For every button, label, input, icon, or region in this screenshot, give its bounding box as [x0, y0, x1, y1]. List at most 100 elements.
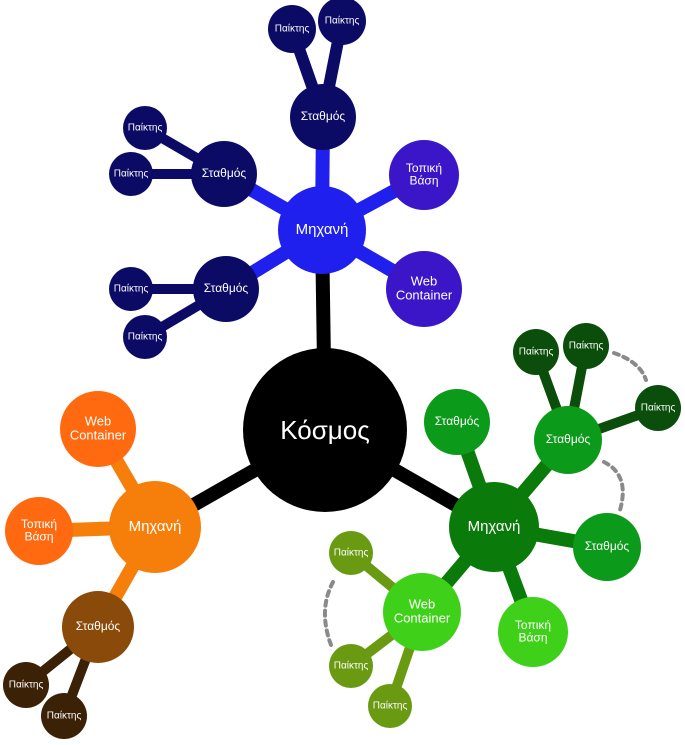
orange-player-node-shape [3, 662, 49, 708]
orange-machine-node: Μηχανή [109, 481, 201, 573]
blue-local-db-node-shape [389, 140, 459, 210]
orange-station-node-shape [62, 591, 134, 663]
green-player-node-shape [563, 323, 609, 369]
blue-station-node-bottom-label: Σταθμός [204, 281, 249, 295]
green-station-node-left-label: Σταθμός [435, 414, 480, 428]
orange-web-container-node-label: Container [70, 427, 127, 442]
blue-web-container-node-label: Web [411, 274, 438, 289]
blue-player-node-shape [109, 267, 153, 311]
dashed-connector-green-station [602, 460, 625, 512]
blue-local-db-node-label: Τοπική [406, 161, 442, 175]
blue-player-node: Παίκτης [123, 315, 167, 359]
green-station-node-left-shape [424, 389, 490, 455]
root-node-label: Κόσμος [280, 415, 370, 445]
orange-player-node-label: Παίκτης [47, 710, 82, 722]
green-web-container-node-shape [383, 573, 461, 651]
blue-player-node-label: Παίκτης [114, 168, 149, 180]
orange-player-node-label: Παίκτης [9, 679, 44, 691]
blue-station-node-bottom: Σταθμός [193, 256, 259, 322]
blue-player-node-label: Παίκτης [128, 122, 163, 134]
green-player-node-shape [368, 684, 412, 728]
blue-player-node-shape [318, 0, 366, 45]
blue-player-node-shape [123, 106, 167, 150]
blue-station-node-top-shape [290, 84, 356, 150]
blue-player-node: Παίκτης [109, 152, 153, 196]
green-player-node-label: Παίκτης [519, 346, 554, 358]
green-player-node-shape [513, 329, 559, 375]
orange-machine-node-shape [109, 481, 201, 573]
blue-station-node-left-shape [191, 141, 257, 207]
green-machine-node: Μηχανή [449, 482, 539, 572]
orange-web-container-node-label: Web [85, 414, 112, 429]
blue-station-node-bottom-shape [193, 256, 259, 322]
blue-player-node-label: Παίκτης [114, 283, 149, 295]
blue-player-node-shape [123, 315, 167, 359]
green-machine-node-label: Μηχανή [468, 518, 521, 535]
green-player-node: Παίκτης [329, 531, 373, 575]
blue-web-container-node-shape [386, 251, 462, 327]
mindmap-nodes: ΚόσμοςΜηχανήΣταθμόςΠαίκτηςΠαίκτηςΣταθμός… [3, 0, 681, 739]
green-station-node-right: Σταθμός [534, 406, 602, 474]
root-node-world-shape [243, 348, 407, 512]
orange-local-db-node-label: Βάση [24, 529, 53, 543]
green-station-node-right-shape [534, 406, 602, 474]
dashed-connector-green-web-players [322, 580, 335, 647]
green-player-node-shape [329, 644, 373, 688]
green-web-container-node-label: Web [409, 597, 436, 612]
orange-local-db-node-label: Τοπική [21, 517, 57, 531]
root-node-world [243, 348, 407, 512]
blue-station-node-top: Σταθμός [290, 84, 356, 150]
blue-player-node-shape [268, 5, 316, 53]
green-station-node-bottom: Σταθμός [573, 513, 641, 581]
blue-machine-node-shape [278, 186, 366, 274]
green-player-node-shape [329, 531, 373, 575]
blue-station-node-left-label: Σταθμός [202, 166, 247, 180]
blue-machine-node-label: Μηχανή [296, 221, 349, 238]
dashed-connectors [322, 351, 648, 647]
orange-station-node: Σταθμός [62, 591, 134, 663]
green-local-db-node-label: Τοπική [515, 618, 551, 632]
green-web-container-node-label: Container [394, 610, 451, 625]
orange-station-node-label: Σταθμός [76, 619, 121, 633]
green-player-node-label: Παίκτης [334, 547, 369, 559]
blue-station-node-left: Σταθμός [191, 141, 257, 207]
blue-player-node: Παίκτης [318, 0, 366, 45]
orange-web-container-node-shape [60, 391, 136, 467]
green-local-db-node-label: Βάση [518, 630, 547, 644]
dashed-connector-green-players [612, 351, 648, 382]
green-player-node-label: Παίκτης [641, 402, 676, 414]
green-player-node: Παίκτης [368, 684, 412, 728]
blue-player-node: Παίκτης [123, 106, 167, 150]
green-player-node-label: Παίκτης [373, 700, 408, 712]
blue-player-node-shape [109, 152, 153, 196]
green-station-node-right-label: Σταθμός [546, 432, 591, 446]
orange-local-db-node-shape [5, 497, 73, 565]
blue-web-container-node-label: Container [396, 287, 453, 302]
blue-player-node-label: Παίκτης [275, 23, 310, 35]
blue-player-node: Παίκτης [109, 267, 153, 311]
blue-station-node-top-label: Σταθμός [301, 109, 346, 123]
orange-player-node-shape [41, 693, 87, 739]
green-player-node: Παίκτης [563, 323, 609, 369]
blue-player-node: Παίκτης [268, 5, 316, 53]
orange-machine-node-label: Μηχανή [129, 518, 182, 535]
blue-player-node-label: Παίκτης [325, 15, 360, 27]
green-station-node-bottom-label: Σταθμός [585, 539, 630, 553]
green-local-db-node-shape [498, 597, 568, 667]
green-station-node-left: Σταθμός [424, 389, 490, 455]
blue-local-db-node-label: Βάση [409, 173, 438, 187]
green-player-node: Παίκτης [513, 329, 559, 375]
orange-player-node: Παίκτης [41, 693, 87, 739]
green-player-node-label: Παίκτης [569, 340, 604, 352]
blue-player-node-label: Παίκτης [128, 331, 163, 343]
orange-player-node: Παίκτης [3, 662, 49, 708]
green-machine-node-shape [449, 482, 539, 572]
blue-machine-node: Μηχανή [278, 186, 366, 274]
